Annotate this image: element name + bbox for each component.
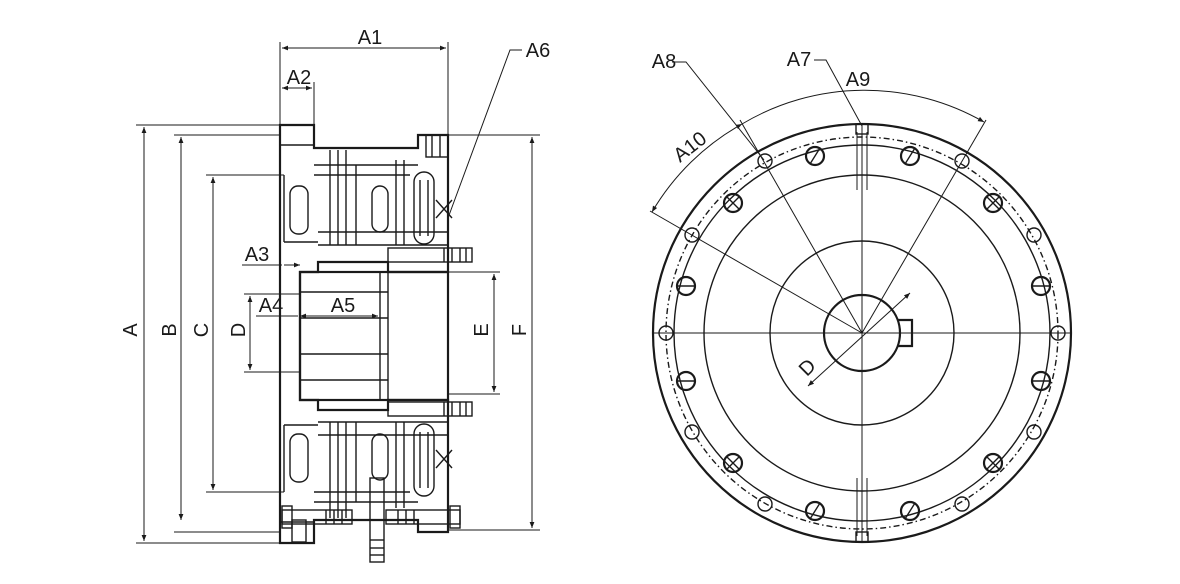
hub bbox=[298, 270, 450, 402]
bolt-hole bbox=[899, 500, 921, 522]
spring-coil-lower bbox=[413, 423, 435, 497]
small-hole bbox=[954, 496, 970, 512]
label-D: D bbox=[228, 323, 250, 337]
spring-coil-upper bbox=[413, 171, 435, 245]
small-hole bbox=[1026, 227, 1042, 243]
radial-line-left bbox=[649, 210, 863, 334]
label-A7: A7 bbox=[787, 49, 811, 71]
radial-line-right bbox=[861, 119, 987, 334]
slot-upper-mid bbox=[371, 185, 389, 233]
side-view: A B C D E F A1 A2 A3 A4 A5 A6 bbox=[120, 27, 550, 563]
bolt-right-upper bbox=[387, 247, 473, 263]
label-C: C bbox=[191, 323, 213, 337]
label-A: A bbox=[120, 323, 142, 337]
small-hole bbox=[684, 424, 700, 440]
small-hole bbox=[757, 153, 773, 169]
label-A9: A9 bbox=[846, 69, 870, 91]
slot-lower-left bbox=[289, 433, 309, 483]
label-A2: A2 bbox=[287, 67, 311, 89]
bolt-hole bbox=[722, 452, 744, 474]
front-view: A7 A8 A9 A10 D bbox=[649, 49, 1073, 544]
bolt-hole bbox=[675, 275, 697, 297]
small-hole bbox=[684, 227, 700, 243]
small-hole bbox=[1050, 325, 1066, 341]
bolt-hole bbox=[722, 192, 744, 214]
label-E: E bbox=[471, 323, 493, 336]
bolt-hole bbox=[804, 145, 826, 167]
slot-upper-left bbox=[289, 185, 309, 235]
label-A5: A5 bbox=[331, 295, 355, 317]
label-A8: A8 bbox=[652, 51, 676, 73]
bolt-bottom-left bbox=[281, 505, 353, 529]
bolt-hole bbox=[1030, 370, 1052, 392]
small-hole bbox=[954, 153, 970, 169]
label-B: B bbox=[159, 323, 181, 336]
label-A1: A1 bbox=[358, 27, 382, 49]
label-F: F bbox=[509, 324, 531, 336]
label-D-front: D bbox=[795, 355, 821, 381]
bolt-hole bbox=[1030, 275, 1052, 297]
label-A10: A10 bbox=[670, 128, 712, 167]
bolt-hole bbox=[899, 145, 921, 167]
small-hole bbox=[1026, 424, 1042, 440]
radial-line-a8 bbox=[739, 119, 863, 334]
small-hole bbox=[757, 496, 773, 512]
slot-lower-mid bbox=[371, 433, 389, 481]
small-hole bbox=[658, 325, 674, 341]
label-A3: A3 bbox=[245, 244, 269, 266]
bolt-vertical-bottom bbox=[291, 477, 385, 563]
bolt-hole bbox=[982, 452, 1004, 474]
label-A6: A6 bbox=[526, 40, 550, 62]
bolt-hole bbox=[804, 500, 826, 522]
bolt-hole bbox=[675, 370, 697, 392]
bolt-right-mid bbox=[387, 401, 473, 417]
bolt-hole bbox=[982, 192, 1004, 214]
label-A4: A4 bbox=[259, 295, 283, 317]
bolt-bottom-right bbox=[385, 505, 461, 529]
